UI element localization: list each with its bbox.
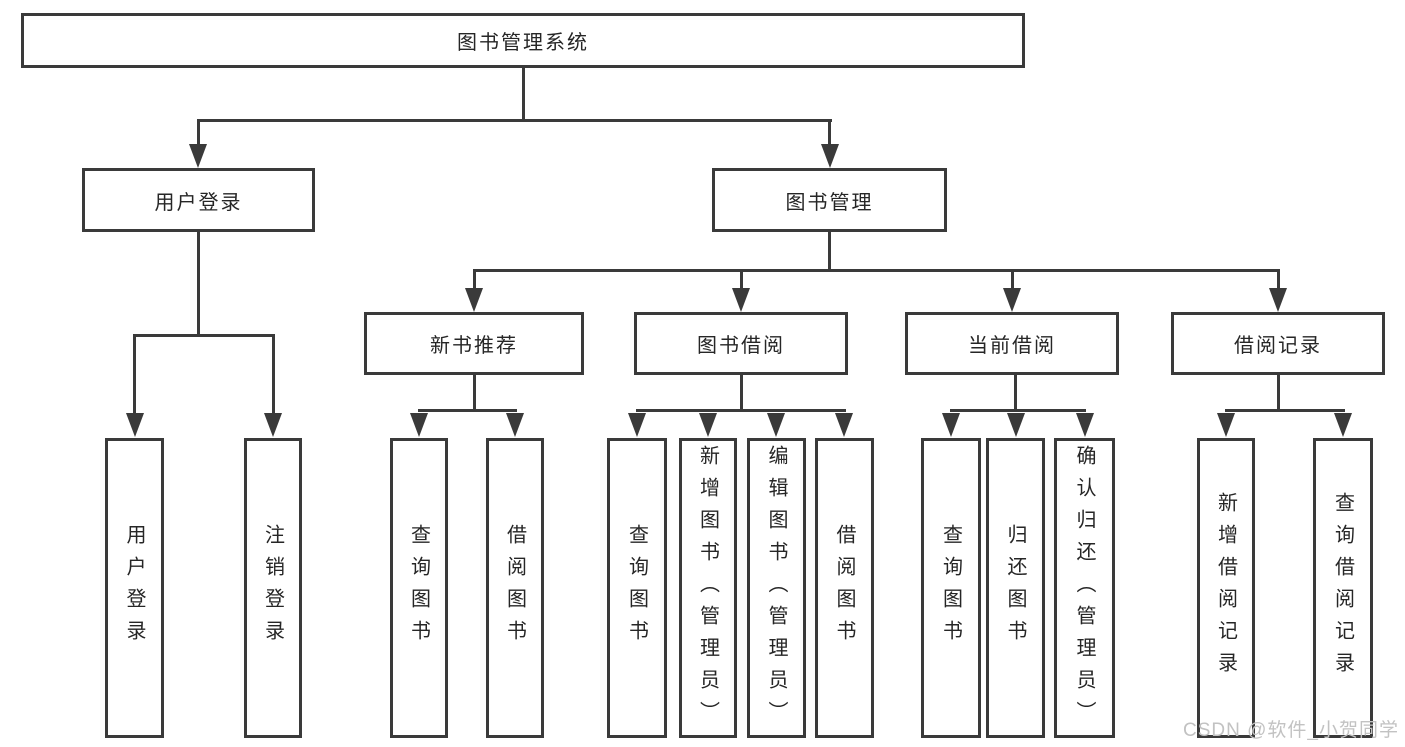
connector-logout-leaf-drop — [271, 334, 275, 414]
arrowhead-recommend-borrow-icon — [506, 413, 524, 437]
leaf-borrowing-edit-books-admin: 编辑图书（管理员） — [747, 438, 806, 738]
node-book-borrowing: 图书借阅 — [634, 312, 848, 375]
arrowhead-recommend-query-icon — [410, 413, 428, 437]
leaf-borrowing-add-books-admin: 新增图书（管理员） — [679, 438, 737, 738]
connector-records-stem — [1276, 375, 1280, 411]
connector-user-login-stem — [197, 232, 200, 336]
arrowhead-borrowing-query-icon — [628, 413, 646, 437]
arrowhead-user-login-icon — [189, 144, 207, 168]
node-book-management-system: 图书管理系统 — [21, 13, 1025, 68]
arrowhead-records-icon — [1269, 288, 1287, 312]
connector-book-mgmt-stem — [828, 232, 831, 272]
connector-current-rail — [949, 409, 1086, 412]
arrowhead-records-query-icon — [1334, 413, 1352, 437]
node-user-login: 用户登录 — [82, 168, 315, 232]
leaf-logout: 注销登录 — [244, 438, 302, 738]
connector-borrowing-stem — [739, 375, 743, 411]
arrowhead-borrowing-borrow-icon — [835, 413, 853, 437]
arrowhead-current-query-icon — [942, 413, 960, 437]
node-book-management: 图书管理 — [712, 168, 947, 232]
arrowhead-book-mgmt-icon — [820, 144, 839, 168]
leaf-borrowing-borrow-books: 借阅图书 — [815, 438, 874, 738]
connector-borrowing-rail — [635, 409, 846, 412]
connector-borrowing-drop — [739, 269, 743, 290]
arrowhead-current-icon — [1003, 288, 1021, 312]
connector-records-drop — [1276, 269, 1280, 290]
arrowhead-borrowing-icon — [732, 288, 750, 312]
arrowhead-login-leaf-icon — [125, 413, 144, 437]
connector-recommend-stem — [472, 375, 476, 411]
connector-level3-rail — [472, 269, 1280, 272]
arrowhead-borrowing-add-icon — [698, 413, 717, 437]
node-borrowing-records: 借阅记录 — [1171, 312, 1385, 375]
leaf-current-confirm-return-admin: 确认归还（管理员） — [1054, 438, 1115, 738]
csdn-watermark: CSDN @软件_小贺同学 — [1183, 720, 1399, 741]
connector-recommend-rail — [417, 409, 517, 412]
arrowhead-recommend-icon — [465, 288, 483, 312]
arrowhead-borrowing-edit-icon — [767, 413, 785, 437]
node-current-borrowing: 当前借阅 — [905, 312, 1119, 375]
arrowhead-current-return-icon — [1006, 413, 1025, 437]
connector-level2-rail — [196, 119, 832, 122]
connector-current-stem — [1014, 375, 1017, 411]
leaf-recommend-query-books: 查询图书 — [390, 438, 448, 738]
connector-book-mgmt-drop — [828, 119, 831, 146]
leaf-borrowing-query-books: 查询图书 — [607, 438, 667, 738]
leaf-records-add-record: 新增借阅记录 — [1197, 438, 1255, 738]
leaf-user-login: 用户登录 — [105, 438, 164, 738]
connector-login-leaf-drop — [133, 334, 136, 414]
leaf-current-return-books: 归还图书 — [986, 438, 1045, 738]
leaf-recommend-borrow-books: 借阅图书 — [486, 438, 544, 738]
arrowhead-logout-leaf-icon — [264, 413, 282, 437]
arrowhead-current-confirm-icon — [1075, 413, 1094, 437]
leaf-current-query-books: 查询图书 — [921, 438, 981, 738]
leaf-records-query-record: 查询借阅记录 — [1313, 438, 1373, 738]
node-new-book-recommendation: 新书推荐 — [364, 312, 584, 375]
connector-records-rail — [1224, 409, 1345, 412]
connector-recommend-drop — [472, 269, 476, 290]
connector-current-drop — [1010, 269, 1014, 290]
arrowhead-records-add-icon — [1217, 413, 1235, 437]
connector-user-login-drop — [196, 119, 200, 146]
connector-root-stem — [521, 68, 525, 122]
connector-user-login-rail — [133, 334, 275, 337]
